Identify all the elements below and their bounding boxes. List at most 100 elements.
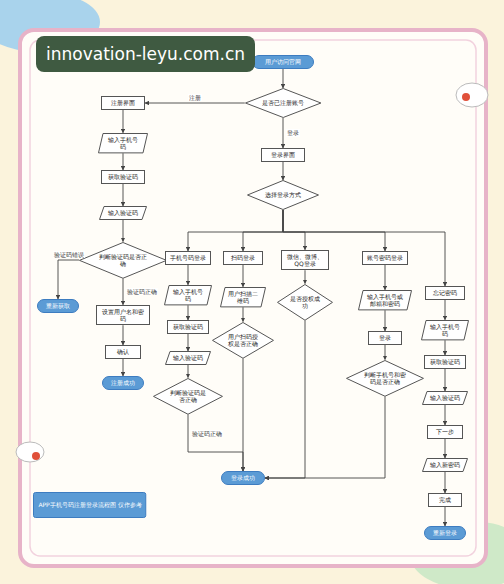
connector [445, 472, 446, 493]
connector [445, 300, 446, 320]
diamond-outline [277, 284, 332, 320]
process-box: 获取验证码 [424, 355, 466, 369]
terminal-oval: 用户访问官网 [252, 55, 314, 69]
process-box: 扫码登录 [223, 251, 263, 265]
dot [462, 93, 470, 101]
node-text: 输入手机号码 [172, 288, 204, 302]
connector [445, 439, 446, 458]
node-text: 注册界面 [111, 99, 135, 106]
io-parallelogram: 输入手机号码 [164, 285, 212, 305]
connector [123, 184, 124, 206]
cloud [456, 83, 488, 107]
io-parallelogram: 输入手机号码 [421, 320, 469, 340]
oval-outline [425, 527, 466, 540]
note-box: APP手机号码注册登录流程图 仅作参考 [33, 492, 146, 518]
node-text: 忘记密码 [433, 289, 457, 296]
node-text: 微信、微博、QQ登录 [286, 253, 324, 267]
connector [283, 162, 284, 180]
node-text: 获取验证码 [430, 358, 460, 365]
node-text: 输入新密码 [430, 461, 460, 468]
node-text: APP手机号码注册登录流程图 仅作参考 [38, 501, 141, 508]
connector [145, 103, 245, 104]
connector [283, 210, 305, 250]
connector [283, 210, 385, 251]
edge-label: 注册 [188, 94, 202, 101]
io-parallelogram: 输入新密码 [422, 458, 468, 472]
diamond-outline [248, 181, 319, 210]
connector [385, 345, 386, 360]
diamond-outline [79, 242, 166, 278]
diamond-outline [346, 360, 423, 396]
connector [243, 307, 244, 321]
parallelogram-outline [99, 133, 148, 152]
parallelogram-outline [359, 290, 412, 309]
connector [123, 153, 124, 170]
parallelogram-outline [166, 352, 211, 365]
cloud [16, 442, 44, 462]
node-text: 输入手机号码 [106, 136, 140, 150]
node-text: 完成 [439, 496, 451, 503]
connector [123, 220, 124, 242]
process-box: 忘记密码 [425, 286, 465, 300]
connector [385, 310, 386, 331]
connector [243, 358, 244, 471]
node-text: 登录界面 [271, 151, 295, 158]
connector [283, 118, 284, 148]
connector [188, 414, 243, 471]
io-parallelogram: 输入手机号码 [98, 133, 148, 153]
connector [123, 278, 124, 304]
node-text: 下一步 [436, 428, 454, 435]
connector [188, 365, 189, 378]
oval-outline [103, 377, 144, 390]
terminal-oval: 登录成功 [221, 471, 265, 485]
edge-label: 验证码正确 [191, 430, 223, 437]
decision-diamond: 是否授权成功 [277, 284, 333, 321]
node-text: 输入验证码 [173, 354, 203, 361]
connector [445, 507, 446, 526]
diamond-outline [212, 322, 273, 358]
node-text: 判断验证码是否正确 [169, 389, 207, 403]
parallelogram-outline [422, 320, 469, 339]
diamond-outline [245, 89, 320, 118]
io-parallelogram: 输入验证码 [422, 391, 468, 405]
inner-frame [30, 40, 476, 556]
node-text: 输入验证码 [108, 209, 138, 216]
process-box: 账号密码登录 [362, 251, 408, 265]
process-box: 手机号码登录 [165, 251, 211, 265]
decision-diamond: 选择登录方式 [247, 180, 319, 210]
connector [445, 340, 446, 355]
connector [283, 210, 445, 286]
node-text: 账号密码登录 [367, 254, 403, 261]
process-box: 登录 [368, 331, 402, 345]
node-text: 手机号码登录 [170, 254, 206, 261]
terminal-oval: 重新获取 [37, 299, 79, 313]
connector [385, 265, 386, 290]
io-parallelogram: 用户扫描二维码 [220, 287, 266, 307]
edge-label: 验证码错误 [53, 251, 85, 258]
terminal-oval: 注册成功 [102, 376, 144, 390]
connector [283, 69, 284, 88]
connector [243, 210, 283, 251]
connector [305, 270, 306, 283]
page-frame [20, 30, 486, 566]
node-text: 确认 [117, 348, 129, 355]
note-outline [34, 493, 146, 518]
io-parallelogram: 输入验证码 [99, 206, 147, 220]
connector [188, 305, 189, 320]
connector [265, 396, 385, 478]
node-text: 用户扫描二维码 [228, 290, 258, 304]
connector [188, 265, 189, 285]
oval-outline [253, 56, 314, 69]
connector [188, 210, 283, 251]
io-parallelogram: 输入验证码 [165, 351, 211, 365]
parallelogram-outline [423, 392, 468, 405]
node-text: 是否授权成功 [290, 295, 320, 309]
parallelogram-outline [165, 285, 212, 304]
edge-label: 登录 [286, 129, 300, 136]
connector [445, 369, 446, 391]
decision-diamond: 判断手机号和密码是否正确 [346, 360, 424, 397]
dot [32, 452, 40, 460]
oval-outline [222, 472, 265, 485]
node-text: 登录 [379, 334, 391, 341]
